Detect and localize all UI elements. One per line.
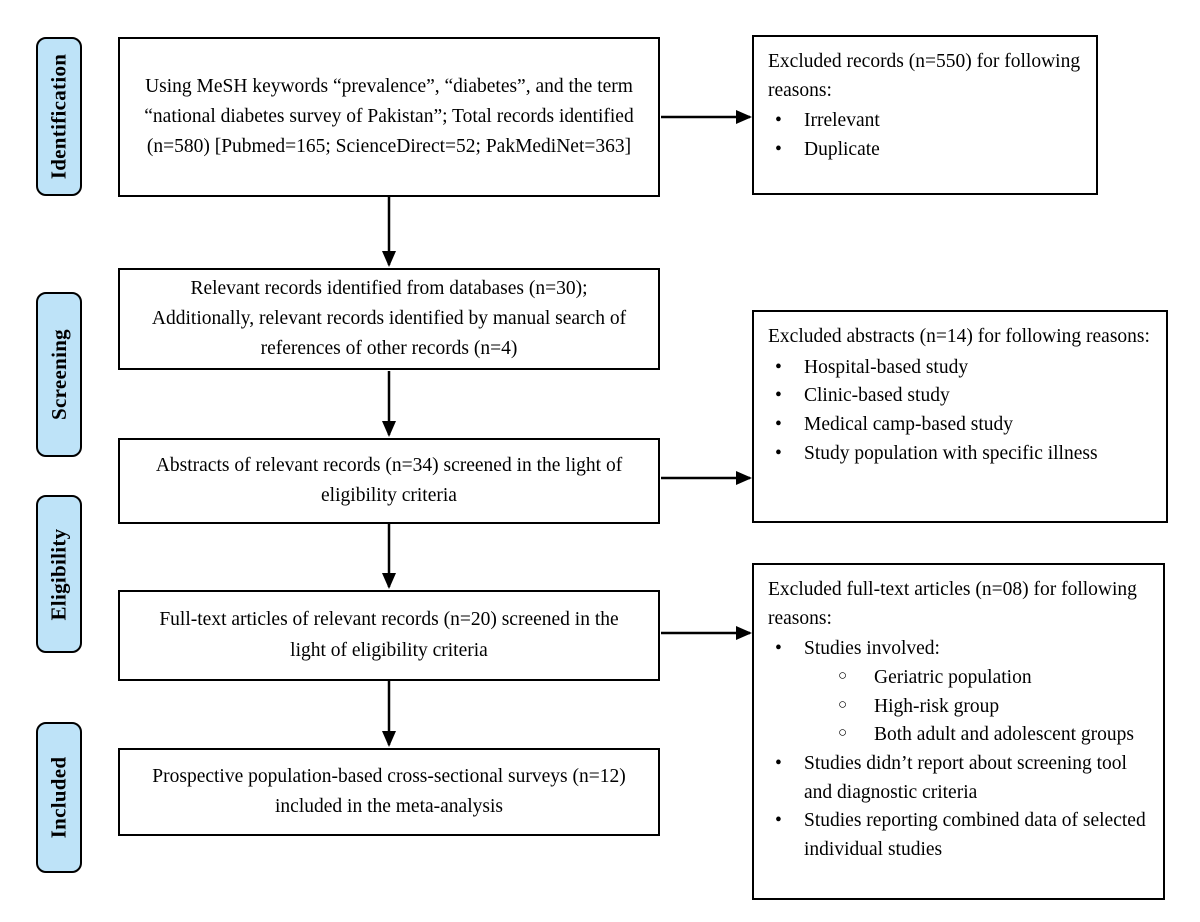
sub-reason: Geriatric population xyxy=(874,666,1032,688)
stage-label-eligibility: Eligibility xyxy=(36,495,82,653)
sub-list-item: ○ High-risk group xyxy=(838,693,1149,722)
box-excluded-records: Excluded records (n=550) for following r… xyxy=(752,35,1098,195)
excluded-reason-text: Studies involved: xyxy=(804,638,940,660)
list-item: • Clinic-based study xyxy=(768,382,1152,411)
list-item: • Irrelevant xyxy=(768,107,1082,136)
stage-label-text: Identification xyxy=(46,53,71,180)
box-fulltext-screened: Full-text articles of relevant records (… xyxy=(118,590,660,681)
list-item: • Studies involved: ○ Geriatric populati… xyxy=(768,635,1149,750)
excluded-reason: Study population with specific illness xyxy=(804,442,1098,464)
sub-reason: Both adult and adolescent groups xyxy=(874,724,1134,746)
box-text: Abstracts of relevant records (n=34) scr… xyxy=(155,454,623,506)
box-text: Full-text articles of relevant records (… xyxy=(159,609,619,661)
bullet-icon: • xyxy=(775,638,782,660)
list-item: • Hospital-based study xyxy=(768,354,1152,383)
box-text: Prospective population-based cross-secti… xyxy=(152,765,626,817)
stage-label-text: Screening xyxy=(46,329,71,420)
bullet-icon: • xyxy=(775,138,782,160)
stage-label-included: Included xyxy=(36,722,82,873)
bullet-icon: • xyxy=(775,752,782,774)
excluded-reason: Medical camp-based study xyxy=(804,413,1014,435)
list-item: • Studies reporting combined data of sel… xyxy=(768,807,1149,864)
box-text: Relevant records identified from databas… xyxy=(151,277,627,360)
bullet-icon: • xyxy=(775,356,782,378)
excluded-reason: Studies didn’t report about screening to… xyxy=(804,752,1127,803)
box-included-surveys: Prospective population-based cross-secti… xyxy=(118,748,660,836)
list-item: • Studies didn’t report about screening … xyxy=(768,750,1149,807)
sub-list-item: ○ Both adult and adolescent groups xyxy=(838,721,1149,750)
excluded-header: Excluded abstracts (n=14) for following … xyxy=(768,326,1150,347)
box-excluded-abstracts: Excluded abstracts (n=14) for following … xyxy=(752,310,1168,523)
box-records-identified: Using MeSH keywords “prevalence”, “diabe… xyxy=(118,37,660,197)
bullet-icon: • xyxy=(775,810,782,832)
sub-bullet-icon: ○ xyxy=(838,667,848,684)
stage-label-text: Eligibility xyxy=(46,528,71,620)
box-relevant-records: Relevant records identified from databas… xyxy=(118,268,660,370)
sub-list-item: ○ Geriatric population xyxy=(838,664,1149,693)
excluded-header: Excluded full-text articles (n=08) for f… xyxy=(768,579,1137,629)
box-excluded-fulltext: Excluded full-text articles (n=08) for f… xyxy=(752,563,1165,900)
list-item: • Study population with specific illness xyxy=(768,440,1152,469)
sub-bullet-icon: ○ xyxy=(838,725,848,742)
box-abstracts-screened: Abstracts of relevant records (n=34) scr… xyxy=(118,438,660,524)
excluded-reason: Clinic-based study xyxy=(804,385,950,407)
list-item: • Duplicate xyxy=(768,136,1082,165)
excluded-reason: Irrelevant xyxy=(804,110,880,132)
bullet-icon: • xyxy=(775,442,782,464)
stage-label-screening: Screening xyxy=(36,292,82,457)
box-text: Using MeSH keywords “prevalence”, “diabe… xyxy=(144,75,634,158)
excluded-reason: Hospital-based study xyxy=(804,356,969,378)
excluded-reason: Studies reporting combined data of selec… xyxy=(804,810,1146,860)
excluded-header: Excluded records (n=550) for following r… xyxy=(768,51,1081,101)
excluded-reason: Studies involved: ○ Geriatric population… xyxy=(804,635,1149,750)
list-item: • Medical camp-based study xyxy=(768,411,1152,440)
sub-reason: High-risk group xyxy=(874,695,1000,717)
stage-label-identification: Identification xyxy=(36,37,82,196)
sub-bullet-icon: ○ xyxy=(838,696,848,713)
excluded-reason: Duplicate xyxy=(804,138,880,160)
stage-label-text: Included xyxy=(46,756,71,839)
bullet-icon: • xyxy=(775,110,782,132)
bullet-icon: • xyxy=(775,413,782,435)
bullet-icon: • xyxy=(775,385,782,407)
